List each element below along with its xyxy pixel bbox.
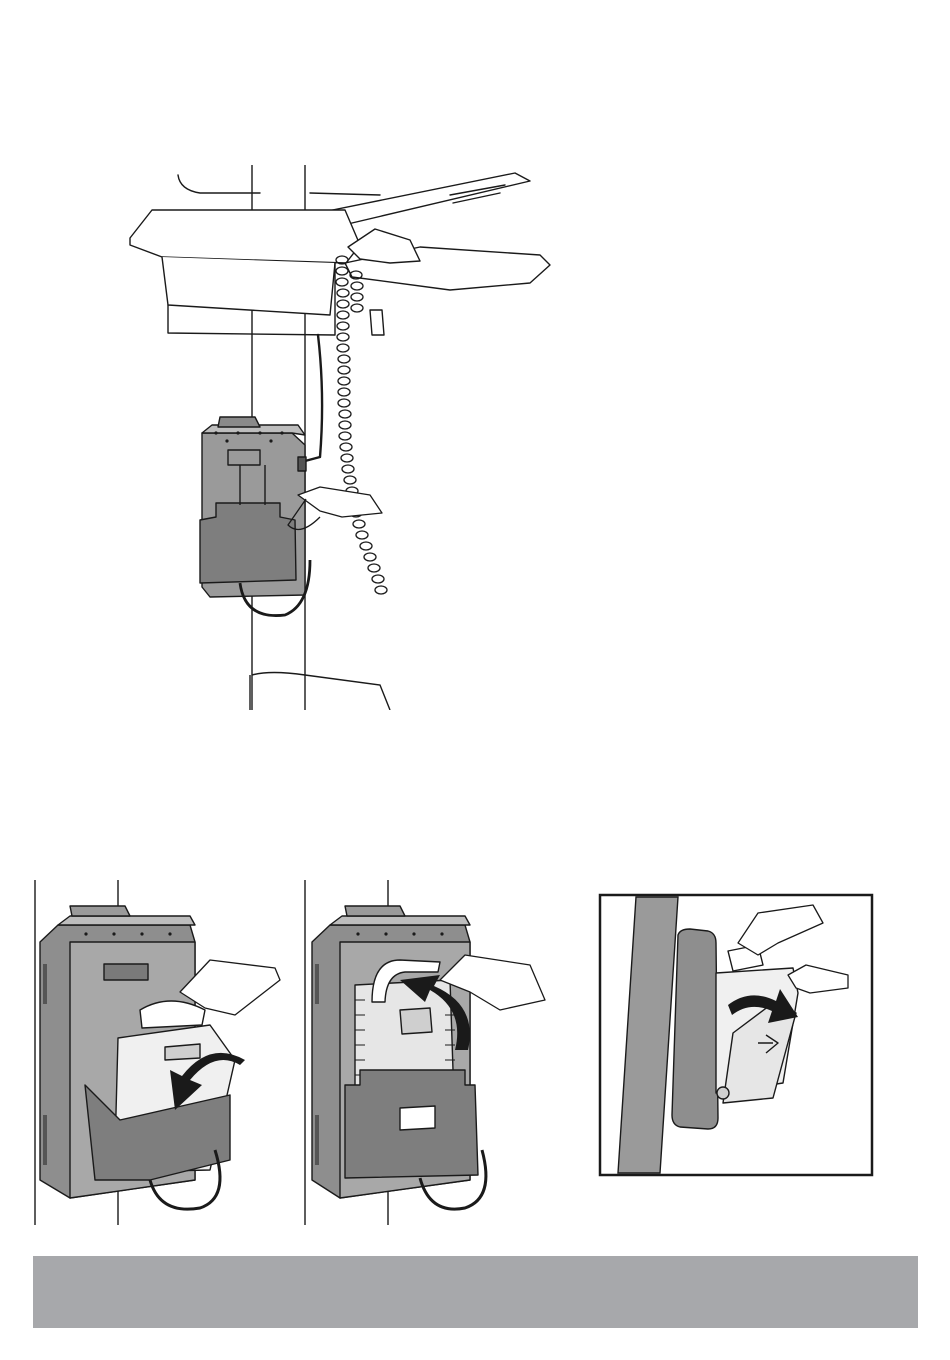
battery-pivot-detail-illustration: [598, 893, 874, 1177]
cart-charger-illustration: [120, 165, 560, 710]
footer-bar: [33, 1256, 918, 1328]
battery-lift-illustration: [300, 880, 555, 1225]
battery-insert-illustration: [30, 880, 285, 1225]
